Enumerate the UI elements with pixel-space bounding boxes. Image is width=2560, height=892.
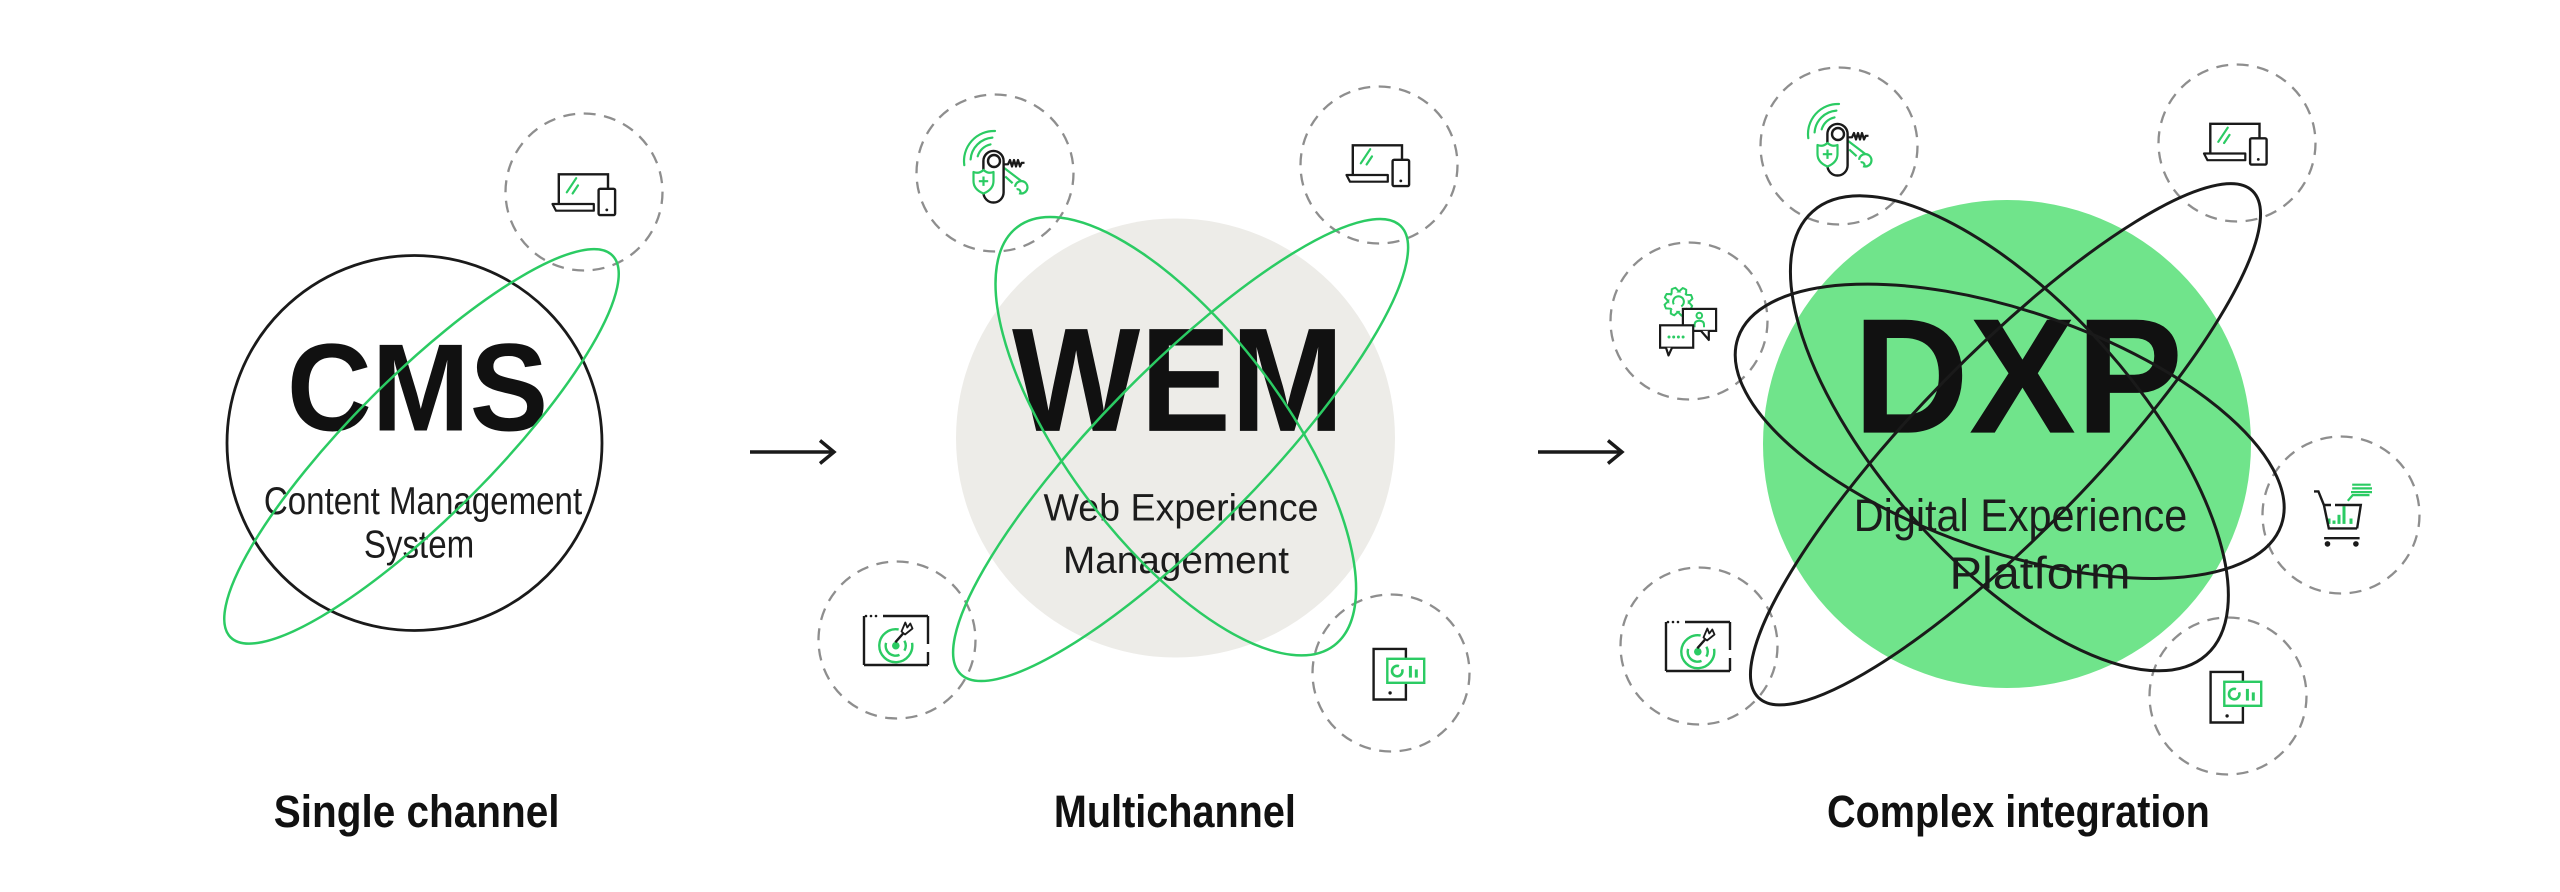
svg-text:CMS: CMS (287, 319, 548, 458)
svg-text:Single channel: Single channel (274, 787, 560, 837)
svg-text:Management: Management (1063, 540, 1289, 582)
svg-text:Complex integration: Complex integration (1827, 787, 2210, 837)
svg-text:WEM: WEM (1012, 298, 1344, 464)
svg-text:Web Experience: Web Experience (1043, 487, 1318, 529)
svg-text:Digital Experience: Digital Experience (1854, 491, 2188, 541)
svg-text:Content Management: Content Management (264, 479, 582, 522)
svg-text:Multichannel: Multichannel (1054, 787, 1296, 837)
